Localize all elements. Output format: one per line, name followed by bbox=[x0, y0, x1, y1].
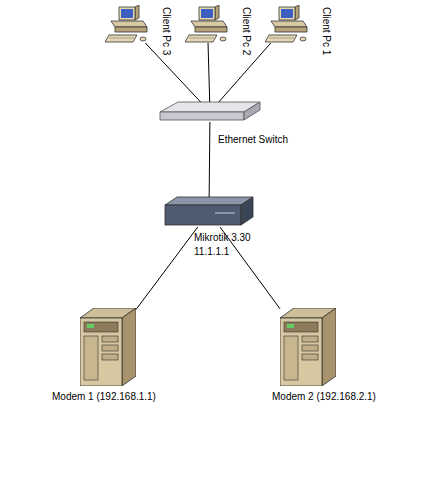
node-label: Client Pc 2 bbox=[240, 7, 252, 55]
modem: Modem 2 (192.168.2.1) bbox=[280, 308, 336, 386]
client-pc-icon bbox=[265, 5, 307, 42]
switch-top bbox=[160, 102, 260, 112]
node-label: Modem 2 (192.168.2.1) bbox=[272, 391, 376, 403]
switch-icon bbox=[160, 102, 260, 120]
network-cable bbox=[208, 43, 210, 102]
network-cable bbox=[136, 227, 198, 310]
modem-icon bbox=[280, 308, 336, 386]
router-icon bbox=[165, 197, 253, 225]
modem-icon bbox=[80, 308, 136, 386]
switch-side bbox=[244, 102, 260, 120]
router-side bbox=[241, 197, 253, 225]
node-label: Ethernet Switch bbox=[218, 134, 288, 146]
router-top bbox=[165, 197, 253, 205]
client-pc: Client Pc 3 bbox=[105, 5, 150, 43]
router: Mikrotik 3.3011.1.1.1 bbox=[165, 197, 253, 227]
modem: Modem 1 (192.168.1.1) bbox=[80, 308, 136, 386]
network-cable bbox=[209, 122, 211, 197]
client-pc: Client Pc 1 bbox=[265, 5, 310, 43]
client-pc-icon bbox=[105, 5, 147, 42]
network-cable bbox=[145, 43, 200, 102]
node-label: Modem 1 (192.168.1.1) bbox=[52, 391, 156, 403]
client-pc-icon bbox=[185, 5, 227, 42]
switch-front bbox=[160, 112, 244, 120]
router-front bbox=[165, 205, 241, 225]
node-label: Client Pc 3 bbox=[160, 7, 172, 55]
ethernet-switch: Ethernet Switch bbox=[160, 102, 260, 122]
client-pc: Client Pc 2 bbox=[185, 5, 230, 43]
node-label: Mikrotik 3.30 bbox=[194, 232, 251, 244]
node-label: 11.1.1.1 bbox=[194, 246, 229, 258]
router-detail bbox=[215, 213, 235, 214]
node-label: Client Pc 1 bbox=[320, 7, 332, 55]
